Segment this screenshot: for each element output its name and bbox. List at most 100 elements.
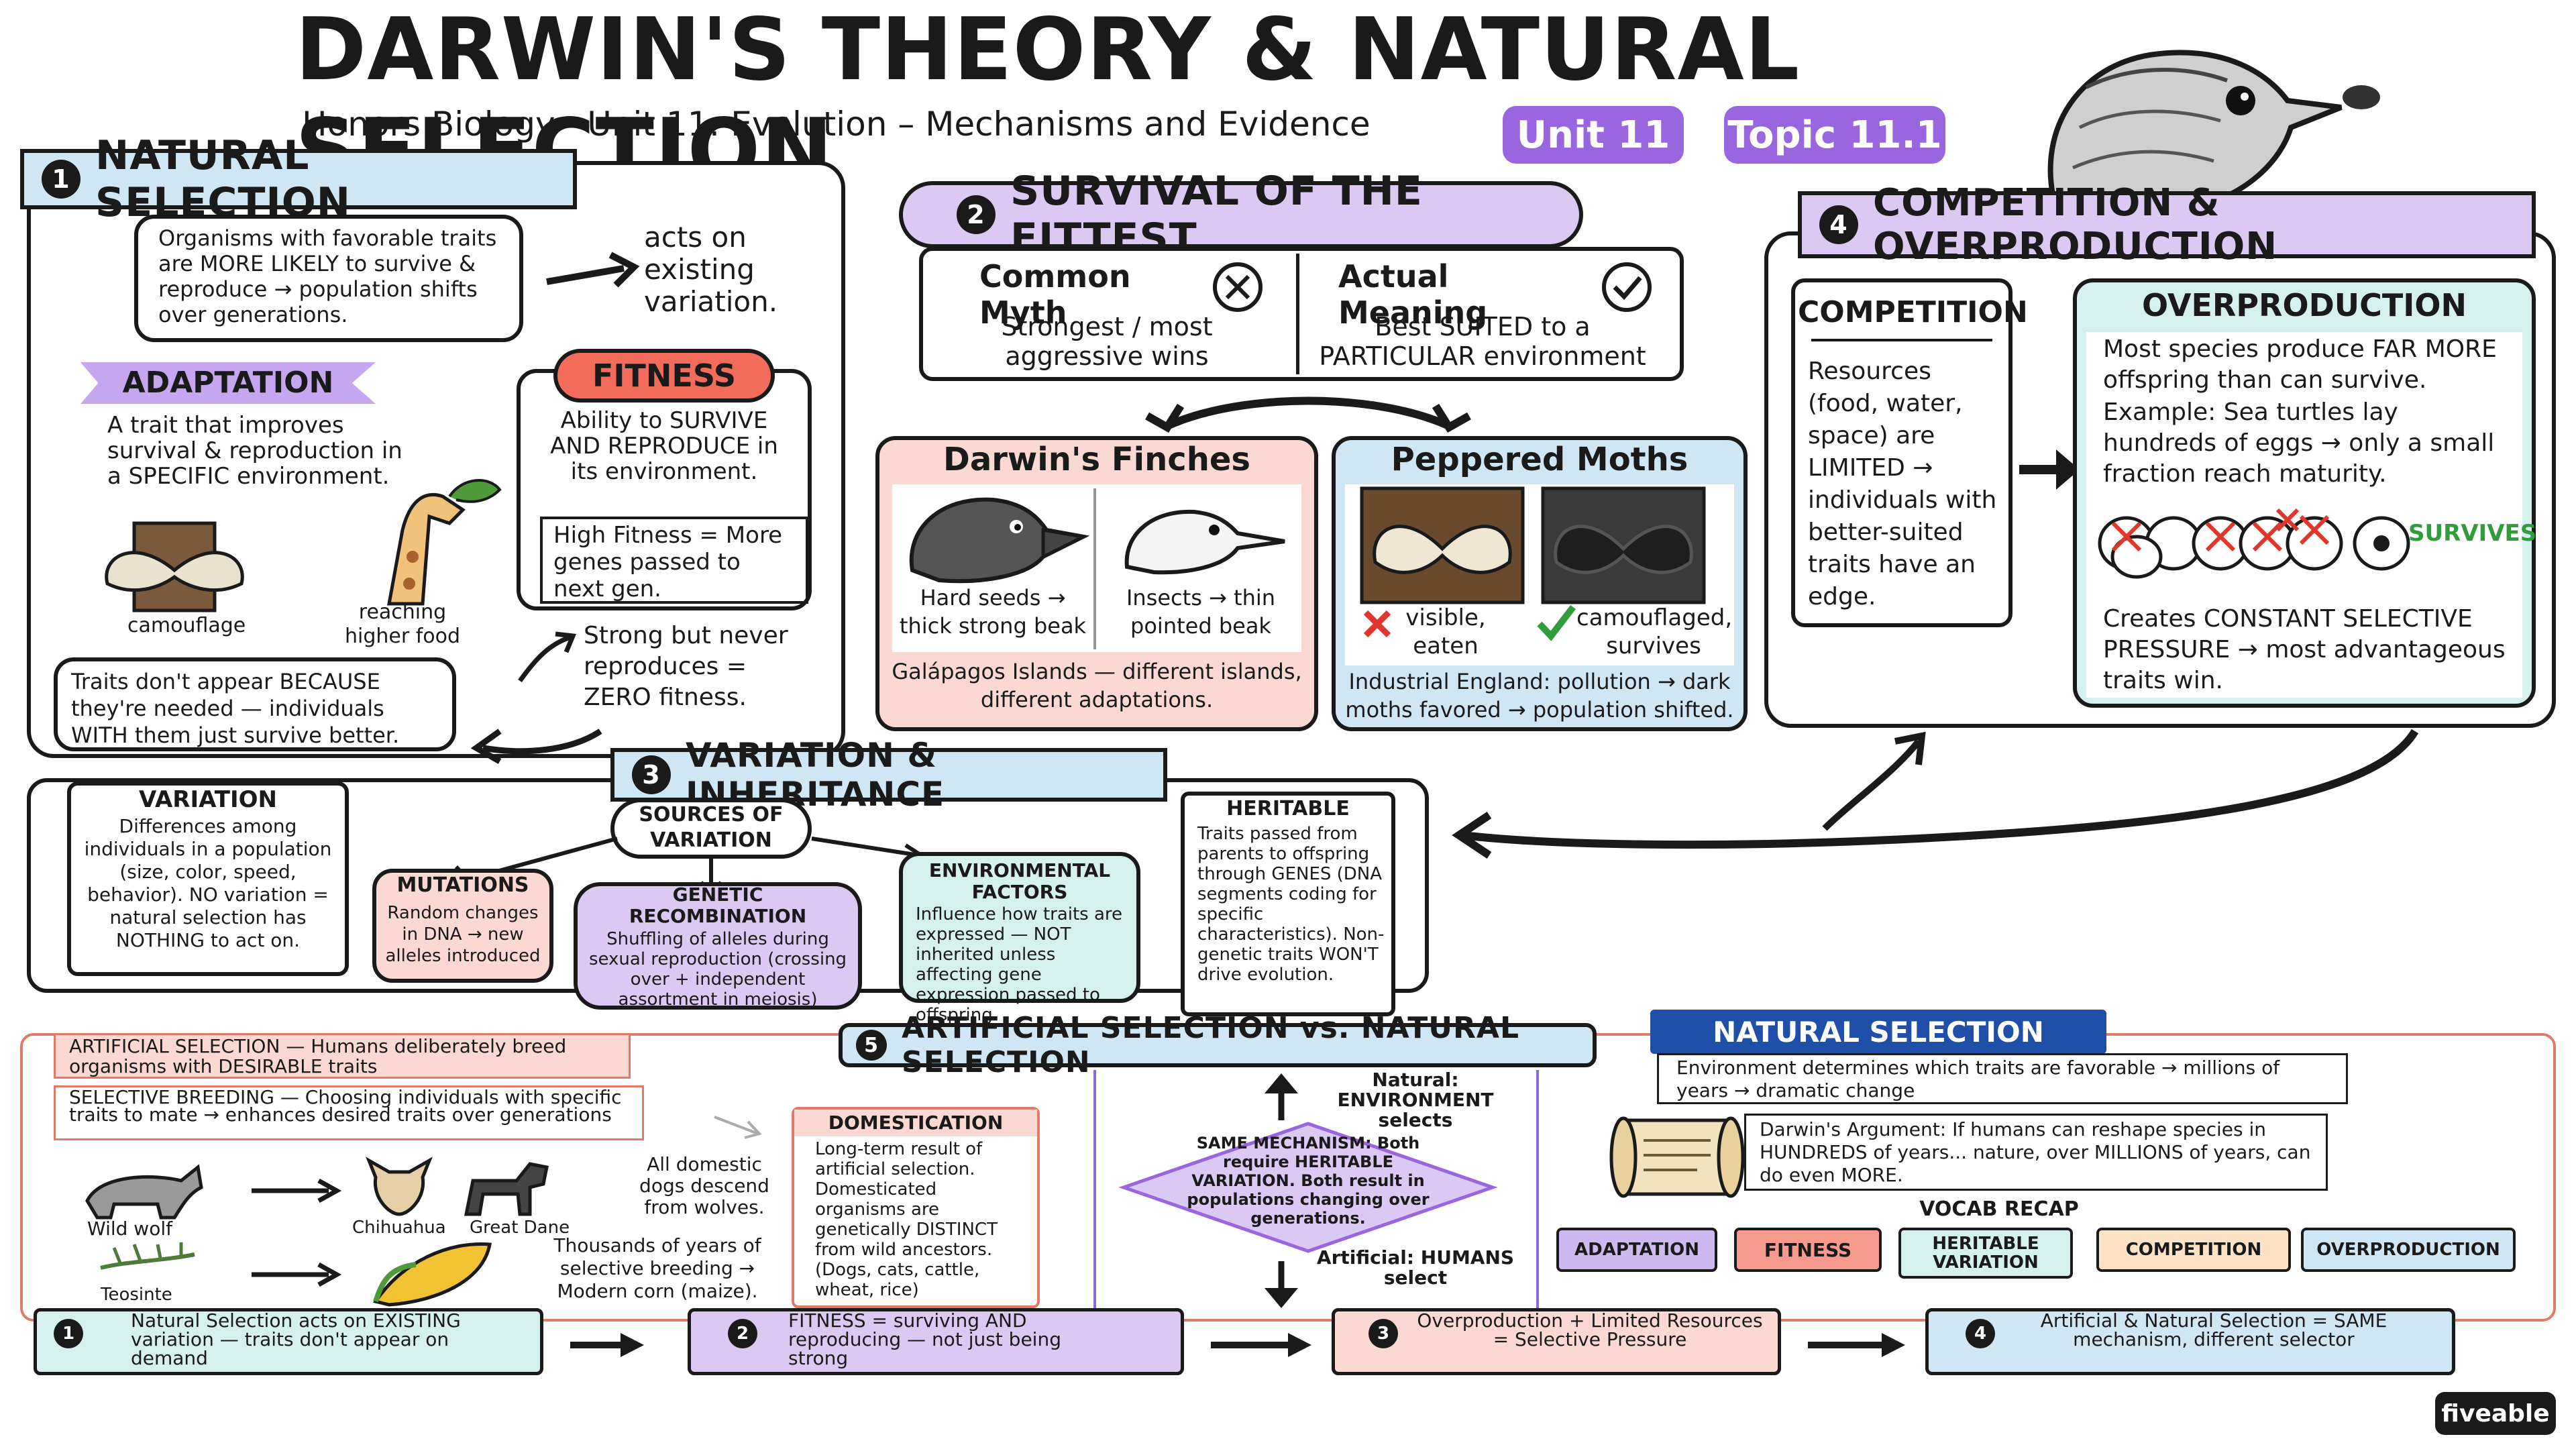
natural-selection-definition: Organisms with favorable traits are MORE…	[134, 215, 523, 342]
light-moth-icon	[1360, 486, 1525, 604]
section-4-number: 4	[1819, 205, 1858, 244]
section-1-title: NATURAL SELECTION	[95, 132, 351, 226]
finches-note: Galápagos Islands — different islands, d…	[892, 659, 1302, 712]
summary-1	[34, 1308, 543, 1375]
connector-arrow-icon	[1452, 729, 2419, 859]
great-dane-icon	[464, 1162, 549, 1216]
ns-text: Environment determines which traits are …	[1657, 1053, 2348, 1104]
vocab-adaptation: ADAPTATION	[1556, 1228, 1717, 1272]
competition-underline	[1811, 339, 1992, 341]
fitness-text: Ability to SURVIVE AND REPRODUCE in its …	[550, 407, 778, 485]
turtle-eggs-icon	[2098, 508, 2410, 579]
summary-2	[688, 1308, 1184, 1375]
acts-on-text: acts on existing variation.	[644, 221, 778, 318]
section-3-number: 3	[632, 755, 671, 794]
x-circle-icon	[1213, 262, 1263, 312]
section-2-number: 2	[957, 195, 996, 234]
teosinte-label: Teosinte	[101, 1285, 172, 1305]
moths-title: Peppered Moths	[1391, 441, 1688, 478]
summary-4-text: Artificial & Natural Selection = SAME me…	[2040, 1309, 2387, 1350]
moth-2-label: camouflaged, survives	[1576, 604, 1733, 659]
competition-text: Resources (food, water, space) are LIMIT…	[1808, 358, 1997, 610]
scroll-icon	[1609, 1116, 1745, 1198]
overproduction-title: OVERPRODUCTION	[2142, 287, 2467, 323]
adaptation-text: A trait that improves survival & reprodu…	[107, 412, 402, 490]
heritable-text: Traits passed from parents to offspring …	[1197, 824, 1385, 985]
env-title: ENVIRONMENTAL FACTORS	[928, 859, 1111, 903]
overproduction-example: Example: Sea turtles lay hundreds of egg…	[2103, 398, 2495, 488]
actual-text: Best SUITED to a PARTICULAR environment	[1319, 312, 1646, 371]
strong-note: Strong but never reproduces = ZERO fitne…	[584, 622, 788, 711]
arrow-icon	[546, 252, 640, 288]
vocab-overproduction: OVERPRODUCTION	[2301, 1228, 2516, 1272]
selective-breeding-def: SELECTIVE BREEDING — Choosing individual…	[54, 1085, 644, 1140]
finch-1-label: Hard seeds → thick strong beak	[899, 585, 1087, 639]
page-subtitle: Honors Biology · Unit 11: Evolution – Me…	[302, 105, 1371, 144]
definition-text: Organisms with favorable traits are MORE…	[158, 225, 497, 327]
fitness-card	[517, 369, 812, 610]
adaptation-title: ADAPTATION	[122, 366, 334, 400]
genetic-recombination-card	[574, 882, 862, 1010]
unit-badge: Unit 11	[1503, 106, 1684, 164]
env-text: Influence how traits are expressed — NOT…	[916, 904, 1123, 1025]
arrow-icon	[252, 1178, 342, 1203]
section-5-header: 5 ARTIFICIAL SELECTION vs. NATURAL SELEC…	[839, 1011, 1597, 1079]
dark-moth-icon	[1541, 486, 1706, 604]
green-check-icon	[1537, 604, 1576, 641]
overproduction-panel	[2086, 332, 2522, 698]
myth-vs-meaning-card	[919, 247, 1684, 381]
finches-divider	[1093, 488, 1096, 649]
section-5-number: 5	[856, 1030, 887, 1061]
section-1-number: 1	[42, 160, 80, 199]
summary-1-text: Natural Selection acts on EXISTING varia…	[131, 1309, 461, 1369]
double-arrow-icon	[1145, 396, 1471, 433]
heritable-card	[1181, 792, 1395, 1016]
page-title: DARWIN'S THEORY & NATURAL SELECTION	[295, 0, 1801, 201]
thin-beak-finch-icon	[1124, 509, 1285, 575]
section-4-header: 4 COMPETITION & OVERPRODUCTION	[1798, 181, 2536, 268]
section-5-title: ARTIFICIAL SELECTION vs. NATURAL SELECTI…	[902, 1011, 1519, 1079]
chihuahua-label: Chihuahua	[352, 1218, 446, 1238]
divider-line	[1093, 1070, 1096, 1311]
traits-note-text: Traits don't appear BECAUSE they're need…	[71, 669, 400, 748]
up-arrow-icon	[1265, 1073, 1298, 1120]
genetic-title: GENETIC RECOMBINATION	[629, 883, 807, 927]
actual-title: Actual Meaning	[1338, 258, 1488, 331]
finch-2-label: Insects → thin pointed beak	[1126, 585, 1276, 639]
connector-arrow-icon	[1822, 731, 1926, 831]
myth-title: Common Myth	[979, 258, 1131, 331]
natural-selects: Natural: ENVIRONMENT selects	[1337, 1069, 1494, 1131]
moth-1-label: visible, eaten	[1405, 604, 1486, 659]
moth-on-tree-icon	[105, 521, 244, 612]
corn-icon	[372, 1242, 492, 1307]
down-arrow-icon	[1265, 1261, 1298, 1308]
darwin-argument: Darwin's Argument: If humans can reshape…	[1744, 1114, 2328, 1191]
mutations-text: Random changes in DNA → new alleles intr…	[385, 903, 541, 966]
environmental-factors-card	[899, 852, 1140, 1003]
giraffe-icon	[387, 479, 502, 606]
arrow-icon	[252, 1262, 342, 1287]
sources-of-variation	[610, 798, 812, 859]
vocab-competition: COMPETITION	[2096, 1228, 2291, 1272]
survives-label: SURVIVES	[2408, 520, 2537, 547]
adaptation-tag	[80, 362, 376, 404]
divider-line	[1536, 1070, 1539, 1311]
chihuahua-icon	[366, 1157, 433, 1216]
vocab-title: VOCAB RECAP	[1919, 1197, 2079, 1221]
genetic-text: Shuffling of alleles during sexual repro…	[588, 929, 847, 1010]
summary-4-number: 4	[1966, 1319, 1995, 1348]
thick-beak-finch-icon	[909, 497, 1090, 584]
wolf-label: Wild wolf	[87, 1218, 172, 1240]
section-1-header: 1 NATURAL SELECTION	[20, 132, 577, 226]
same-mechanism-text: SAME MECHANISM: Both require HERITABLE V…	[1187, 1134, 1430, 1228]
pointer-arrow-icon	[714, 1116, 762, 1139]
summary-2-text: FITNESS = surviving AND reproducing — no…	[788, 1309, 1061, 1369]
corn-note: Thousands of years of selective breeding…	[553, 1234, 761, 1302]
check-circle-icon	[1602, 262, 1652, 312]
summary-2-number: 2	[728, 1319, 757, 1348]
arrow-icon	[2019, 449, 2080, 490]
artificial-selects: Artificial: HUMANS select	[1316, 1246, 1515, 1289]
competition-card	[1791, 278, 2012, 627]
domestication-text: Long-term result of artificial selection…	[815, 1139, 998, 1300]
finches-title: Darwin's Finches	[943, 441, 1250, 478]
